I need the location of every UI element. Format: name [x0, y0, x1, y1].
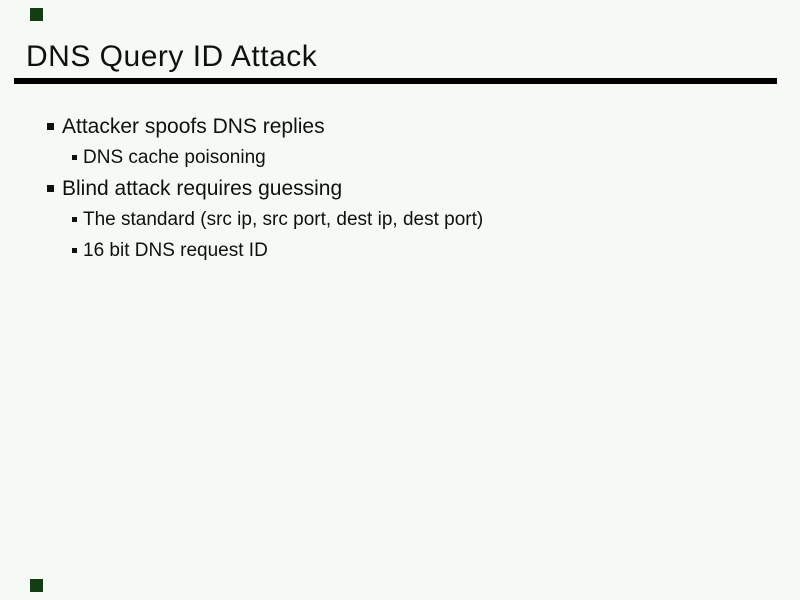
- bullet-square-icon: [47, 185, 54, 192]
- bullet-item: Blind attack requires guessing: [0, 173, 800, 204]
- bullet-subitem: 16 bit DNS request ID: [0, 235, 800, 266]
- corner-marker-bottom-left-icon: [30, 579, 43, 592]
- bullet-square-icon: [72, 155, 77, 160]
- bullet-text: DNS cache poisoning: [83, 146, 266, 168]
- corner-marker-top-left-icon: [30, 8, 43, 21]
- bullet-subitem: DNS cache poisoning: [0, 142, 800, 173]
- bullet-text: Blind attack requires guessing: [62, 176, 343, 200]
- bullet-text: The standard (src ip, src port, dest ip,…: [83, 208, 484, 230]
- slide-title: DNS Query ID Attack: [26, 40, 318, 73]
- title-underline-rule: [14, 78, 777, 84]
- bullet-list: Attacker spoofs DNS replies DNS cache po…: [0, 111, 800, 266]
- bullet-square-icon: [47, 123, 54, 130]
- bullet-text: Attacker spoofs DNS replies: [62, 114, 325, 138]
- bullet-subitem: The standard (src ip, src port, dest ip,…: [0, 204, 800, 235]
- bullet-item: Attacker spoofs DNS replies: [0, 111, 800, 142]
- bullet-square-icon: [72, 217, 77, 222]
- bullet-square-icon: [72, 248, 77, 253]
- bullet-text: 16 bit DNS request ID: [83, 239, 268, 261]
